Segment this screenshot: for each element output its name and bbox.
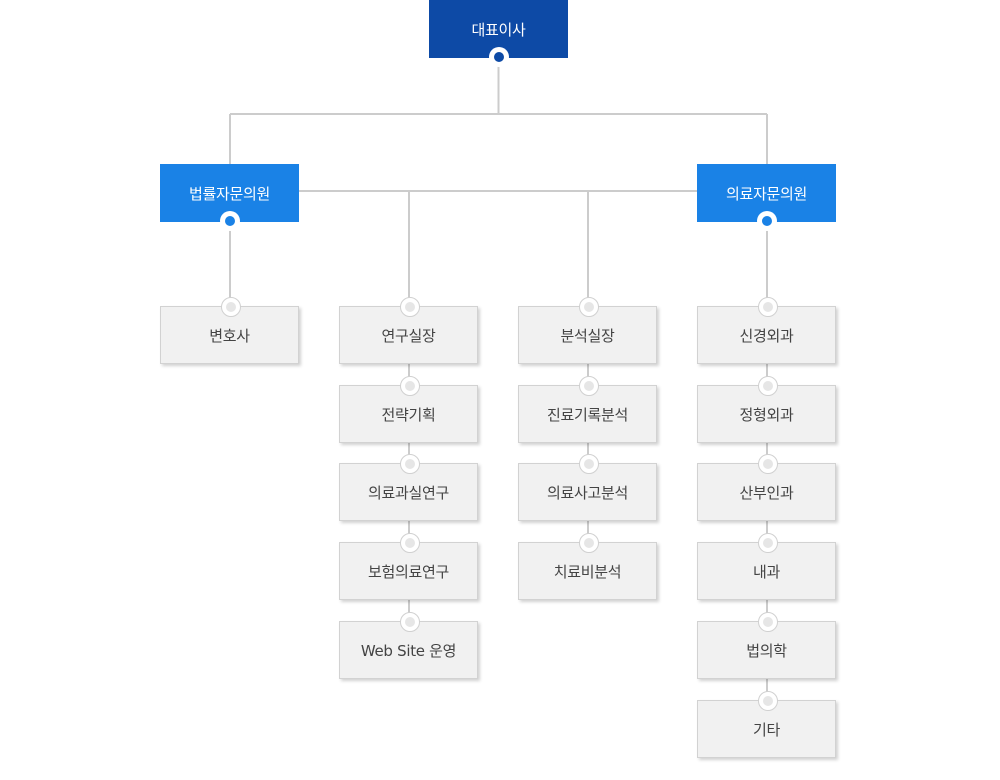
ceo-connector-dot: [488, 47, 509, 67]
analysis-item: 치료비분석: [518, 542, 657, 600]
medical-item-connector-dot: [758, 533, 778, 553]
medical-item: 기타: [697, 700, 836, 758]
medical-item-connector-dot: [758, 376, 778, 396]
medical-item-connector-dot: [758, 612, 778, 632]
medical-committee-connector-dot: [757, 211, 777, 231]
analysis-item-connector-dot: [579, 297, 599, 317]
medical-item-connector-dot: [758, 691, 778, 711]
legal-item-connector-dot: [221, 297, 241, 317]
medical-item-connector-dot: [758, 297, 778, 317]
research-item-connector-dot: [400, 297, 420, 317]
research-item-connector-dot: [400, 376, 420, 396]
medical-item-connector-dot: [758, 454, 778, 474]
analysis-item-connector-dot: [579, 533, 599, 553]
analysis-item-connector-dot: [579, 454, 599, 474]
legal-committee-connector-dot: [220, 211, 240, 231]
research-item-connector-dot: [400, 612, 420, 632]
analysis-item-connector-dot: [579, 376, 599, 396]
research-item-connector-dot: [400, 454, 420, 474]
research-item-connector-dot: [400, 533, 420, 553]
